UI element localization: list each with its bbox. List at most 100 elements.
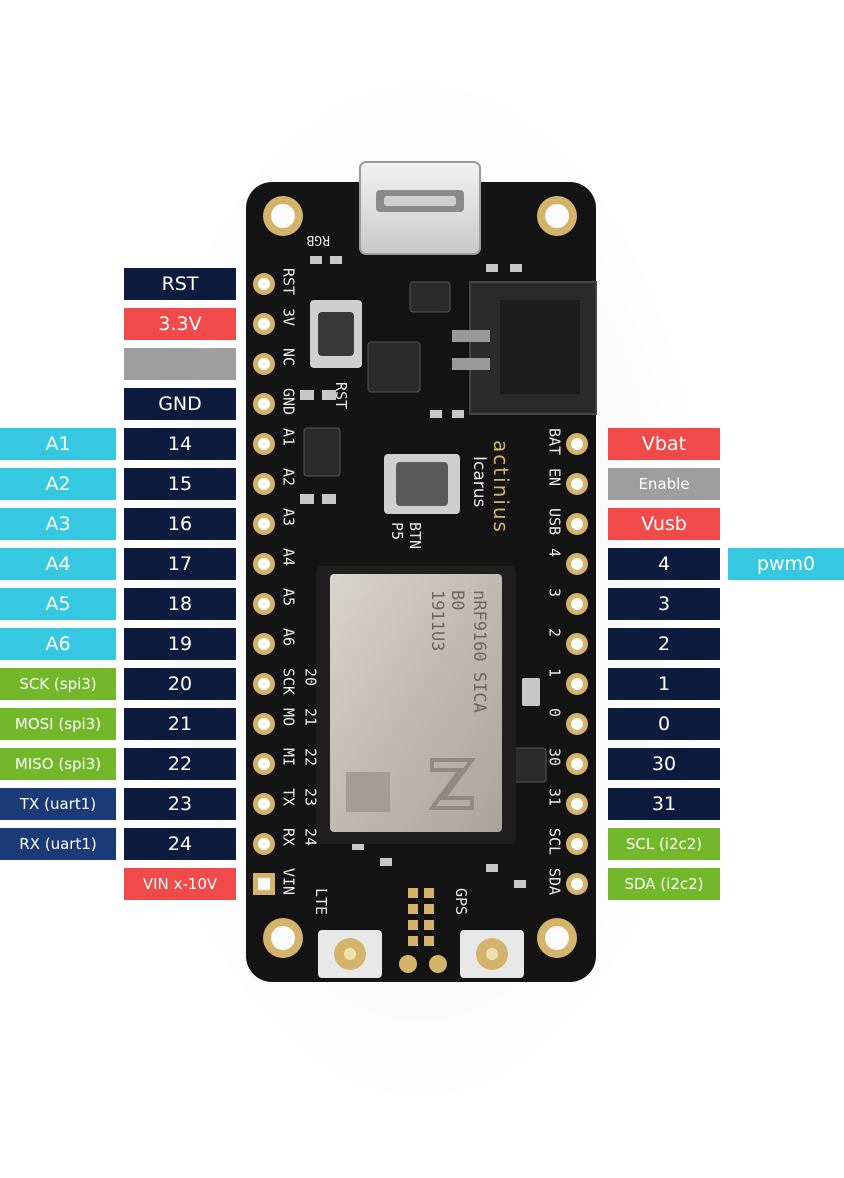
header-pad-hole (258, 758, 270, 770)
silk-left-label: A4 (280, 548, 298, 566)
header-pad-hole (258, 518, 270, 530)
header-pad-hole (258, 278, 270, 290)
silk-left-label: MI (280, 748, 298, 766)
left-pin-label: 19 (124, 628, 236, 660)
header-pad-hole (258, 638, 270, 650)
silk-p5: P5 (388, 522, 406, 540)
user-button-component (384, 454, 460, 514)
left-pin-label: 18 (124, 588, 236, 620)
silk-right-label: EN (546, 468, 564, 486)
left-pin-label: 23 (124, 788, 236, 820)
small-components (303, 281, 547, 783)
left-pin-alt-label: RX (uart1) (0, 828, 116, 860)
left-pin-alt-label: A1 (0, 428, 116, 460)
header-pad-hole (258, 838, 270, 850)
header-pad-hole (258, 398, 270, 410)
left-pin-alt-label: SCK (spi3) (0, 668, 116, 700)
header-pad-hole (571, 518, 583, 530)
test-pads (399, 888, 447, 973)
left-pin-label: VIN x-10V (124, 868, 236, 900)
right-header-holes (566, 433, 588, 895)
left-pin-label: 17 (124, 548, 236, 580)
header-pad-hole (258, 878, 270, 890)
chip-line-3: 1911U3 (427, 590, 447, 651)
header-pad-hole (258, 598, 270, 610)
silk-right-label: 1 (546, 668, 564, 677)
left-pin-alt-label: A5 (0, 588, 116, 620)
silk-rst: RST (332, 382, 350, 409)
right-pin-alt-label: pwm0 (728, 548, 844, 580)
right-pin-label: SCL (i2c2) (608, 828, 720, 860)
silk-gps: GPS (452, 888, 470, 915)
header-pad-hole (258, 678, 270, 690)
chip-line-1: nRF9160 SICA (469, 590, 489, 713)
reset-button-component (310, 300, 362, 368)
antenna-connectors (318, 930, 524, 978)
silk-left-label: SCK (280, 668, 298, 695)
silk-left-label: 3V (280, 308, 298, 326)
left-pin-label: 14 (124, 428, 236, 460)
header-pad-hole (258, 438, 270, 450)
left-pin-label: 22 (124, 748, 236, 780)
left-header-holes (253, 273, 275, 895)
silk-left-label: A2 (280, 468, 298, 486)
header-pad-hole (571, 678, 583, 690)
silk-left-label: A3 (280, 508, 298, 526)
header-pad-hole (571, 798, 583, 810)
header-pad-hole (571, 758, 583, 770)
silk-rgb: RGB (306, 232, 330, 247)
right-pin-label: 3 (608, 588, 720, 620)
silk-left-label: GND (280, 388, 298, 415)
battery-connector (452, 281, 597, 415)
left-pin-label (124, 348, 236, 380)
silk-left-label: A6 (280, 628, 298, 646)
silk-left-number: 23 (302, 788, 320, 806)
silk-left-number: 24 (302, 828, 320, 846)
right-pin-label: 1 (608, 668, 720, 700)
left-pin-label: 24 (124, 828, 236, 860)
chip-line-2: B0 (447, 590, 467, 610)
right-pin-label: 4 (608, 548, 720, 580)
header-pad-hole (571, 438, 583, 450)
silk-left-number: 20 (302, 668, 320, 686)
header-pad-hole (258, 558, 270, 570)
left-pin-alt-label: A4 (0, 548, 116, 580)
left-pin-label: 20 (124, 668, 236, 700)
header-pad-hole (571, 558, 583, 570)
header-pad-hole (258, 318, 270, 330)
header-pad-hole (571, 478, 583, 490)
left-pin-alt-label: TX (uart1) (0, 788, 116, 820)
silk-right-label: 0 (546, 708, 564, 717)
silk-left-label: MO (280, 708, 298, 726)
header-pad-hole (258, 798, 270, 810)
silk-left-label: RST (280, 268, 298, 295)
left-pin-label: 3.3V (124, 308, 236, 340)
right-pin-label: 31 (608, 788, 720, 820)
silk-right-label: 3 (546, 588, 564, 597)
silk-left-label: A5 (280, 588, 298, 606)
silk-right-label: BAT (546, 428, 564, 455)
silk-btn: BTN (406, 522, 424, 549)
silk-right-label: USB (546, 508, 564, 535)
silk-right-label: 2 (546, 628, 564, 637)
model-name: Icarus (469, 456, 489, 508)
brand-logo: actinius (489, 440, 513, 534)
left-pin-label: 15 (124, 468, 236, 500)
left-pin-alt-label: MOSI (spi3) (0, 708, 116, 740)
nrf9160-module (316, 566, 516, 844)
right-pin-label: SDA (i2c2) (608, 868, 720, 900)
passive-components (300, 256, 540, 888)
left-pin-alt-label: A2 (0, 468, 116, 500)
header-pad-hole (258, 478, 270, 490)
left-pin-alt-label: A6 (0, 628, 116, 660)
left-pin-label: 16 (124, 508, 236, 540)
silk-left-label: VIN (280, 868, 298, 895)
header-pad-hole (571, 878, 583, 890)
silk-lte: LTE (312, 888, 330, 915)
right-pin-label: 30 (608, 748, 720, 780)
silk-left-label: TX (280, 788, 298, 806)
header-pad-hole (571, 598, 583, 610)
